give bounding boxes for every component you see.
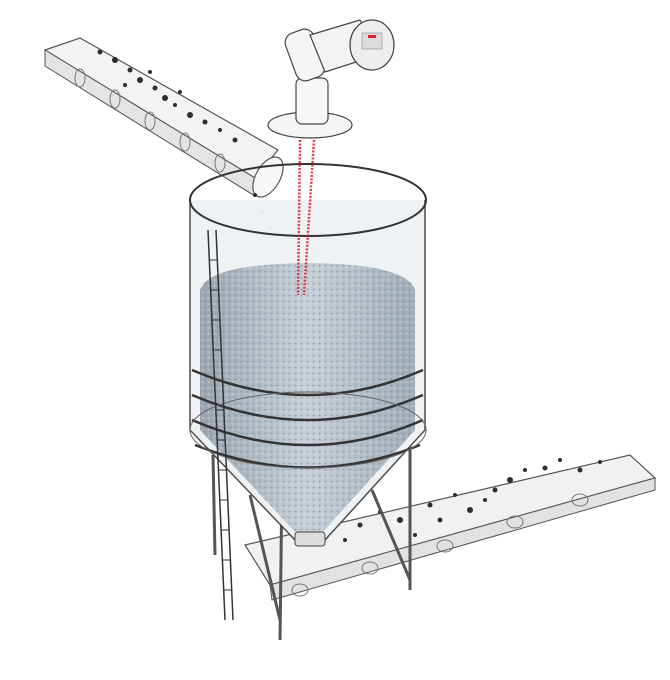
laser-beams (296, 139, 316, 296)
rocks-top (97, 49, 272, 230)
ladder (207, 229, 234, 621)
silo-outlet (294, 531, 326, 547)
top-conveyor (43, 37, 284, 230)
level-transmitter (267, 19, 395, 139)
silo (189, 163, 427, 547)
abb-logo (368, 35, 376, 38)
